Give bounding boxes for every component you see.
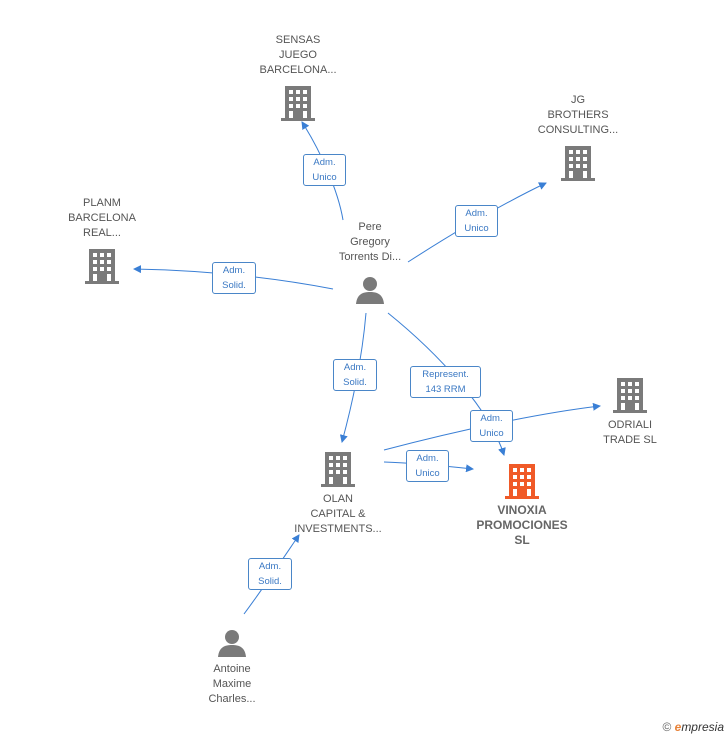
node-pere[interactable]: Pere Gregory Torrents Di...: [310, 220, 430, 305]
node-jg-brothers[interactable]: JG BROTHERS CONSULTING...: [518, 93, 638, 182]
node-label: JG BROTHERS CONSULTING...: [537, 94, 619, 136]
footer-brand: © empresia: [662, 720, 724, 734]
building-icon: [613, 378, 647, 413]
node-vinoxia[interactable]: VINOXIA PROMOCIONES SL: [452, 462, 592, 548]
building-icon: [281, 86, 315, 121]
node-planm[interactable]: PLANM BARCELONA REAL...: [42, 196, 162, 285]
node-label: Pere Gregory Torrents Di...: [338, 221, 402, 263]
edge-badge-pere-planm[interactable]: Adm. Solid.: [212, 262, 256, 294]
edge-badge-pere-vinoxia[interactable]: Represent. 143 RRM: [410, 366, 481, 398]
building-icon: [561, 146, 595, 181]
edge-badge-olan-vinoxia[interactable]: Adm. Unico: [406, 450, 449, 482]
brand-logo-e: e: [674, 720, 682, 734]
person-icon: [356, 277, 384, 304]
node-label: ODRIALI TRADE SL: [603, 419, 657, 446]
node-sensas[interactable]: SENSAS JUEGO BARCELONA...: [238, 33, 358, 122]
node-label: OLAN CAPITAL & INVESTMENTS...: [294, 493, 382, 535]
node-label: VINOXIA PROMOCIONES SL: [476, 503, 568, 547]
node-odriali[interactable]: ODRIALI TRADE SL: [570, 376, 690, 448]
edge-badge-pere-olan[interactable]: Adm. Solid.: [333, 359, 377, 391]
building-icon: [505, 464, 539, 499]
copyright-symbol: ©: [662, 720, 672, 734]
node-antoine[interactable]: Antoine Maxime Charles...: [172, 628, 292, 707]
building-icon: [321, 452, 355, 487]
node-olan[interactable]: OLAN CAPITAL & INVESTMENTS...: [278, 450, 398, 537]
person-icon: [218, 630, 246, 657]
node-label: PLANM BARCELONA REAL...: [68, 197, 136, 239]
edge-badge-antoine-olan[interactable]: Adm. Solid.: [248, 558, 292, 590]
edge-badge-pere-sensas[interactable]: Adm. Unico: [303, 154, 346, 186]
node-label: SENSAS JUEGO BARCELONA...: [259, 34, 337, 76]
building-icon: [85, 249, 119, 284]
edge-badge-olan-odriali[interactable]: Adm. Unico: [470, 410, 513, 442]
brand-name: mpresia: [681, 720, 724, 734]
edge-badge-pere-jg[interactable]: Adm. Unico: [455, 205, 498, 237]
node-label: Antoine Maxime Charles...: [208, 663, 256, 705]
